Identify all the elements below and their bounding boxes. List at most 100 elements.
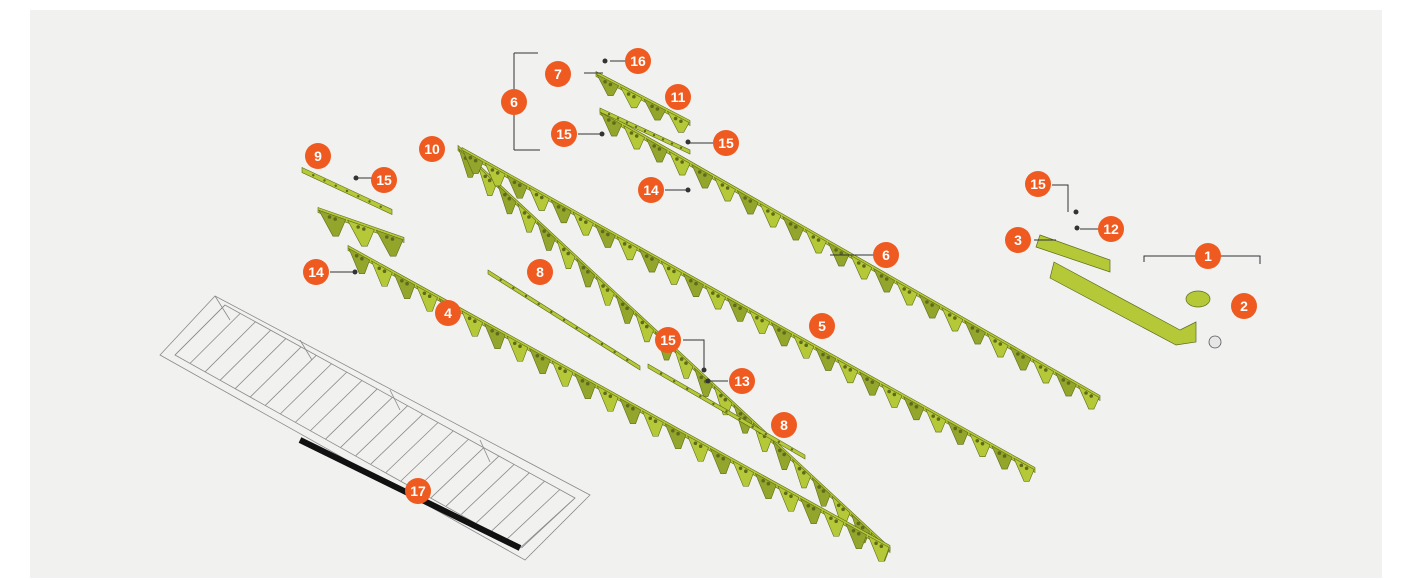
callout-circle: [625, 48, 651, 74]
callout-circle: [771, 412, 797, 438]
callout-circle: [665, 84, 691, 110]
callout-circle: [419, 136, 445, 162]
callout-label: 3: [1014, 232, 1022, 248]
callout-label: 17: [410, 483, 426, 499]
callout-c5: 5: [809, 313, 835, 339]
callout-label: 8: [536, 264, 544, 280]
knife-head-11: [595, 71, 691, 133]
callout-label: 15: [376, 172, 392, 188]
callout-label: 14: [643, 182, 659, 198]
callout-c8a: 8: [527, 259, 553, 285]
knife-4: [347, 244, 891, 562]
callout-label: 4: [444, 305, 452, 321]
strip-8a: [487, 269, 641, 371]
callout-circle: [405, 478, 431, 504]
callout-c15c: 15: [713, 130, 739, 156]
callout-label: 12: [1103, 221, 1119, 237]
callout-c2: 2: [1231, 293, 1257, 319]
drive-arm: [1035, 234, 1222, 349]
strip-9: [301, 167, 393, 215]
callout-c15e: 15: [655, 327, 681, 353]
callout-label: 11: [671, 89, 686, 105]
callout-circle: [501, 89, 527, 115]
header-frame-drawing: [159, 295, 591, 561]
callout-c8b: 8: [771, 412, 797, 438]
callout-circle: [713, 130, 739, 156]
callout-label: 9: [314, 148, 322, 164]
callout-c7: 7: [545, 61, 571, 87]
callout-label: 8: [780, 417, 788, 433]
callout-circle: [1195, 243, 1221, 269]
callout-c1: 1: [1195, 243, 1221, 269]
section-9: [317, 207, 405, 257]
callout-c4: 4: [435, 300, 461, 326]
callout-label: 13: [734, 373, 750, 389]
callout-c11: 11: [665, 84, 691, 110]
leader-lines: [330, 52, 1261, 382]
strip-8b: [647, 363, 806, 460]
callout-circle: [873, 242, 899, 268]
callout-c12: 12: [1098, 216, 1124, 242]
callout-circle: [551, 121, 577, 147]
diagram-background: [30, 10, 1382, 578]
plate-3: [1035, 234, 1111, 273]
knife-5: [461, 146, 1036, 482]
callout-label: 1: [1204, 248, 1212, 264]
callout-c15a: 15: [371, 167, 397, 193]
callout-c14a: 14: [303, 259, 329, 285]
callout-label: 15: [718, 135, 734, 151]
callout-c3: 3: [1005, 227, 1031, 253]
knife-back-15: [599, 107, 691, 155]
fastener: [1074, 225, 1080, 231]
bolt: [1208, 335, 1222, 349]
fastener: [602, 58, 608, 64]
callout-label: 6: [510, 94, 518, 110]
callout-circle: [303, 259, 329, 285]
callout-label: 10: [424, 141, 440, 157]
callout-circle: [809, 313, 835, 339]
fastener: [705, 378, 711, 384]
callout-circle: [305, 143, 331, 169]
callout-label: 14: [308, 264, 324, 280]
callout-circle: [1025, 171, 1051, 197]
callout-circle: [1005, 227, 1031, 253]
callout-c16: 16: [625, 48, 651, 74]
callout-c9: 9: [305, 143, 331, 169]
callout-c14b: 14: [638, 177, 664, 203]
fastener: [701, 367, 707, 373]
leader-line: [1052, 184, 1069, 212]
callout-circle: [1231, 293, 1257, 319]
callout-circle: [435, 300, 461, 326]
callout-c15d: 15: [1025, 171, 1051, 197]
fastener: [685, 139, 691, 145]
callout-c13: 13: [729, 368, 755, 394]
callout-c15b: 15: [551, 121, 577, 147]
callout-c10: 10: [419, 136, 445, 162]
fastener: [352, 269, 358, 275]
callout-circle: [655, 327, 681, 353]
callout-circle: [371, 167, 397, 193]
callout-label: 15: [1030, 176, 1046, 192]
callout-label: 15: [556, 126, 572, 142]
callout-circle: [1098, 216, 1124, 242]
leader-line: [683, 339, 705, 368]
fastener: [1073, 209, 1079, 215]
callout-c17: 17: [405, 478, 431, 504]
callout-label: 16: [630, 53, 646, 69]
callout-label: 15: [660, 332, 676, 348]
callout-circle: [638, 177, 664, 203]
callout-label: 7: [554, 66, 562, 82]
callout-label: 5: [818, 318, 826, 334]
callout-label: 2: [1240, 298, 1248, 314]
callout-label: 6: [882, 247, 890, 263]
header-frame: [159, 295, 591, 561]
callout-circle: [527, 259, 553, 285]
callout-circle: [545, 61, 571, 87]
callout-circle: [729, 368, 755, 394]
callout-c6a: 6: [501, 89, 527, 115]
callout-c6b: 6: [873, 242, 899, 268]
bushing-2: [1185, 290, 1211, 308]
